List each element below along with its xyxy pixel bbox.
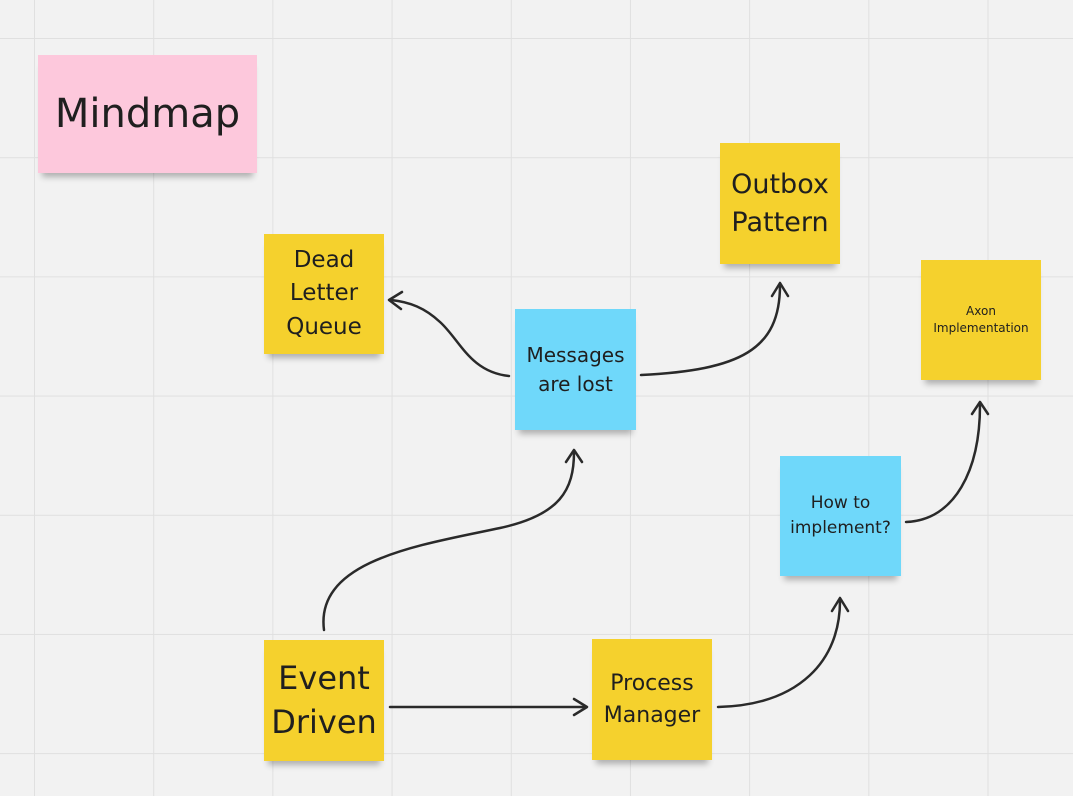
sticky-note-mindmap[interactable]: Mindmap [38, 55, 257, 173]
sticky-note-event-driven[interactable]: Event Driven [264, 640, 384, 761]
sticky-note-process-manager[interactable]: Process Manager [592, 639, 712, 760]
connector-event-driven-to-messages-are-lost[interactable] [322, 448, 584, 632]
connector-event-driven-to-process-manager[interactable] [388, 697, 589, 717]
sticky-note-axon-implementation[interactable]: Axon Implementation [921, 260, 1041, 380]
connector-how-to-implement-to-axon[interactable] [904, 400, 990, 524]
sticky-note-messages-are-lost[interactable]: Messages are lost [515, 309, 636, 430]
connector-process-manager-to-how-to-implement[interactable] [716, 596, 850, 709]
connector-messages-are-lost-to-dead-letter-queue[interactable] [387, 290, 511, 378]
sticky-note-outbox-pattern[interactable]: Outbox Pattern [720, 143, 840, 264]
connector-messages-are-lost-to-outbox-pattern[interactable] [639, 281, 790, 377]
sticky-note-how-to-implement[interactable]: How to implement? [780, 456, 901, 576]
sticky-note-dead-letter-queue[interactable]: Dead Letter Queue [264, 234, 384, 354]
